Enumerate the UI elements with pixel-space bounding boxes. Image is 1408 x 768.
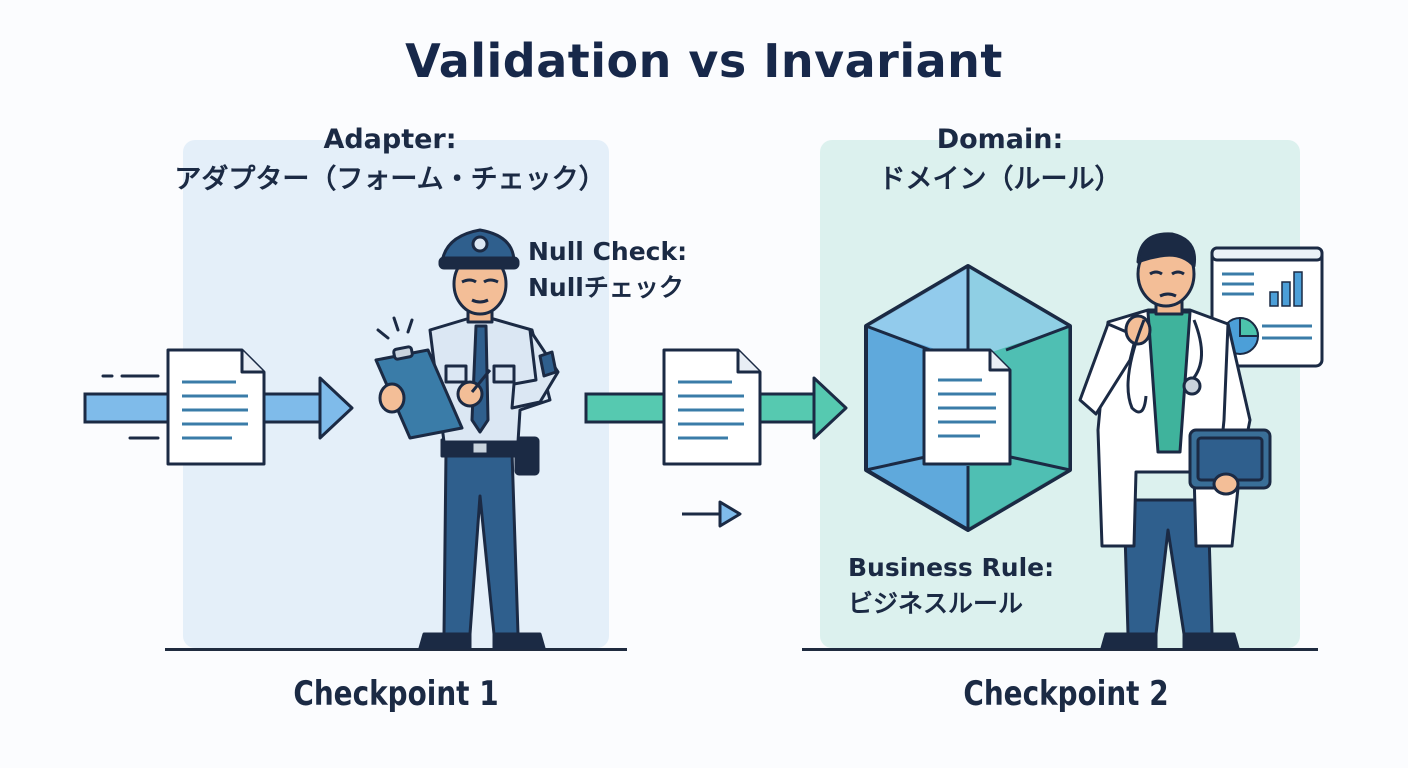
adapter-label: Adapter: アダプター（フォーム・チェック） <box>140 120 640 200</box>
adapter-label-en: Adapter: <box>323 124 457 155</box>
domain-label: Domain: ドメイン（ルール） <box>800 120 1200 200</box>
doctor-icon <box>1078 232 1272 650</box>
document-icon-2 <box>662 348 762 466</box>
null-check-label-en: Null Check: <box>528 237 688 266</box>
business-rule-label-ja: ビジネスルール <box>848 589 1024 618</box>
null-check-label-ja: Nullチェック <box>528 273 684 302</box>
business-rule-label-en: Business Rule: <box>848 553 1055 582</box>
checkpoint-1-label: Checkpoint 1 <box>293 674 499 714</box>
business-rule-label: Business Rule: ビジネスルール <box>848 550 1108 622</box>
ground-line-right <box>802 648 1318 651</box>
speed-lines <box>101 374 160 440</box>
small-arrow <box>682 500 742 528</box>
null-check-label: Null Check: Nullチェック <box>528 234 788 306</box>
page-title: Validation vs Invariant <box>405 34 1003 88</box>
alert-marks <box>376 316 414 340</box>
hexagon-shield-icon <box>864 264 1072 532</box>
dashboard-chart-icon <box>1210 246 1324 368</box>
ground-line-left <box>165 648 627 651</box>
checkpoint-2-label: Checkpoint 2 <box>963 674 1169 714</box>
domain-label-en: Domain: <box>936 124 1064 155</box>
domain-label-ja: ドメイン（ルール） <box>878 164 1122 195</box>
adapter-label-ja: アダプター（フォーム・チェック） <box>174 164 606 195</box>
police-officer-icon <box>374 228 560 650</box>
document-icon-1 <box>166 348 266 466</box>
